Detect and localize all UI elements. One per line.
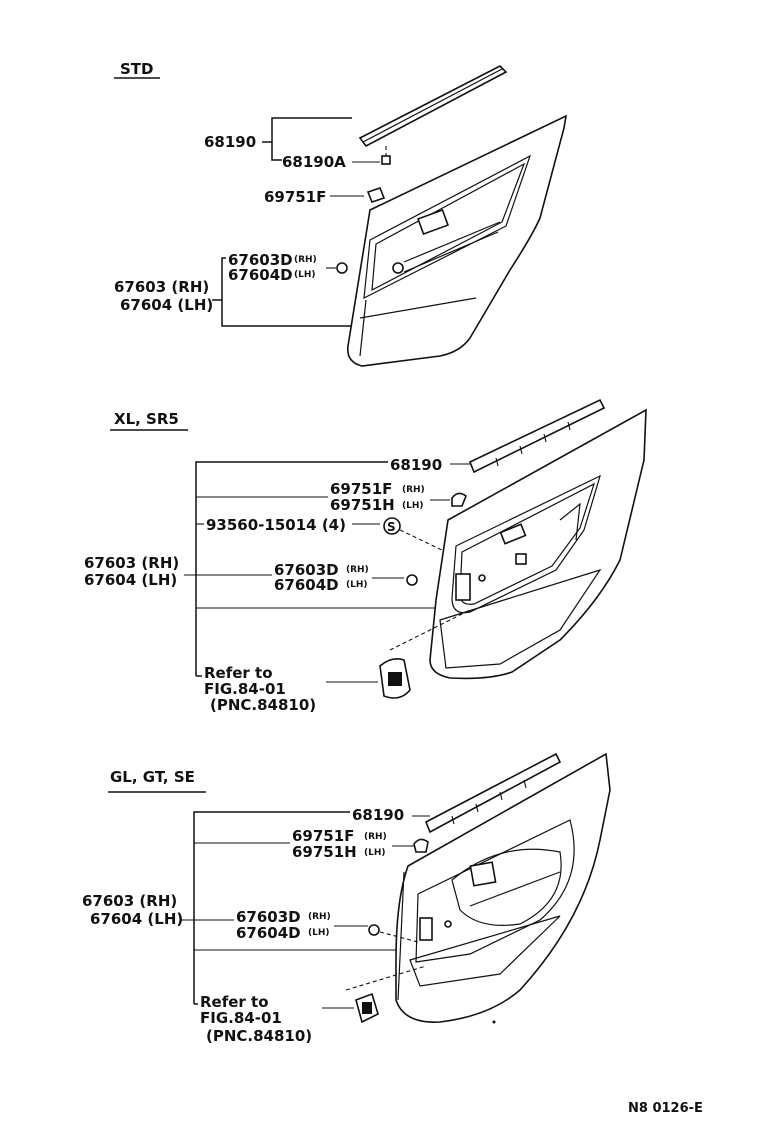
label-refer-pnc: (PNC.84810) xyxy=(210,696,316,714)
screw-hole xyxy=(444,920,452,928)
clip-67603d xyxy=(336,262,348,274)
door-panel-edge xyxy=(359,299,367,357)
panel-lower-recess xyxy=(409,915,561,987)
weatherstrip-clips xyxy=(451,779,527,825)
clip-68190a xyxy=(381,155,391,165)
label-67603: 67603 (RH) xyxy=(114,278,209,296)
section-title-gl-gt-se: GL, GT, SE xyxy=(110,768,195,786)
label-67603: 67603 (RH) xyxy=(82,892,177,910)
label-69751f: 69751F xyxy=(292,827,354,845)
clip-69751f xyxy=(366,187,386,203)
screw-93560 xyxy=(383,517,401,535)
label-67604d: 67604D xyxy=(274,576,339,594)
section-std: STD 68190 68190A 69751F 67603D (RH) 6760… xyxy=(114,60,568,367)
lock-button xyxy=(515,553,527,565)
weatherstrip-68190 xyxy=(468,398,606,474)
label-67603: 67603 (RH) xyxy=(84,554,179,572)
door-handle xyxy=(499,523,527,545)
label-refer-pnc: (PNC.84810) xyxy=(206,1027,312,1045)
label-67604: 67604 (LH) xyxy=(120,296,213,314)
label-69751f-side: (RH) xyxy=(364,832,387,842)
label-69751h: 69751H xyxy=(330,496,395,514)
label-68190: 68190 xyxy=(390,456,442,474)
clip-69751f xyxy=(451,492,467,507)
lock-knob xyxy=(392,262,404,274)
label-refer-to: Refer to xyxy=(200,993,269,1011)
label-refer-fig: FIG.84-01 xyxy=(200,1009,282,1027)
label-69751f: 69751F xyxy=(330,480,392,498)
bracket-67603-bottom xyxy=(221,300,352,327)
label-68190: 68190 xyxy=(352,806,404,824)
label-67604d-side: (LH) xyxy=(308,928,330,938)
door-handle xyxy=(417,209,449,235)
switch-guide xyxy=(389,609,471,651)
door-panel-xl xyxy=(429,408,647,680)
label-69751f: 69751F xyxy=(264,188,326,206)
door-panel-std xyxy=(346,114,568,367)
bracket-main xyxy=(195,461,388,676)
label-67604: 67604 (LH) xyxy=(90,910,183,928)
weatherstrip-68190 xyxy=(424,752,562,834)
label-69751h-side: (LH) xyxy=(402,501,424,511)
label-93560: 93560-15014 (4) xyxy=(206,516,346,534)
switch-recess xyxy=(455,573,471,601)
label-67604d: 67604D xyxy=(236,924,301,942)
armrest-line xyxy=(469,871,561,907)
label-69751f-side: (RH) xyxy=(402,485,425,495)
panel-lower-recess xyxy=(439,568,602,669)
label-68190a: 68190A xyxy=(282,153,346,171)
section-gl-gt-se: GL, GT, SE 68190 69751F (RH) 69751H (LH)… xyxy=(82,752,611,1045)
armrest-line-2 xyxy=(403,231,499,273)
section-title-std: STD xyxy=(120,60,154,78)
panel-recess-inner xyxy=(371,162,526,292)
leader-68190 xyxy=(262,117,352,143)
section-xl-sr5: XL, SR5 68190 69751F (RH) 69751H (LH) 93… xyxy=(84,398,647,714)
label-69751h: 69751H xyxy=(292,843,357,861)
door-panel-gl xyxy=(395,752,611,1023)
door-pull xyxy=(559,502,581,541)
figure-code: N8 0126-E xyxy=(628,1101,703,1116)
label-67603d: 67603D xyxy=(236,908,301,926)
switch-buttons xyxy=(388,672,402,686)
switch-buttons xyxy=(362,1002,372,1014)
label-67603d-side: (RH) xyxy=(308,912,331,922)
door-handle xyxy=(469,861,497,887)
section-title-xl-sr5: XL, SR5 xyxy=(114,410,179,428)
armrest-pocket xyxy=(451,848,562,926)
switch-recess xyxy=(419,917,433,941)
bracket-67603 xyxy=(212,257,226,301)
label-67603d: 67603D xyxy=(228,251,293,269)
screw-guide xyxy=(399,529,447,553)
clip-67603d xyxy=(406,574,418,586)
panel-upper-recess xyxy=(451,474,601,614)
label-67604d: 67604D xyxy=(228,266,293,284)
label-68190: 68190 xyxy=(204,133,256,151)
label-67604d-side: (LH) xyxy=(346,580,368,590)
label-69751h-side: (LH) xyxy=(364,848,386,858)
weatherstrip-clips xyxy=(495,421,571,467)
leader-68190-branch xyxy=(271,142,282,161)
label-67604: 67604 (LH) xyxy=(84,571,177,589)
screw-mark: S xyxy=(387,520,396,534)
label-67603d-side: (RH) xyxy=(294,255,317,265)
label-67604d-side: (LH) xyxy=(294,270,316,280)
clip-69751f xyxy=(413,838,429,853)
weatherstrip-edge xyxy=(362,68,503,143)
label-67603d-side: (RH) xyxy=(346,565,369,575)
bracket-main xyxy=(193,811,350,1004)
armrest-line-1 xyxy=(403,221,501,263)
label-refer-fig: FIG.84-01 xyxy=(204,680,286,698)
lower-trim-line xyxy=(359,297,477,319)
label-67603d: 67603D xyxy=(274,561,339,579)
panel-recess xyxy=(363,154,532,300)
screw-hole xyxy=(478,574,486,582)
door-panel-edge xyxy=(397,871,405,1001)
clip-67603d xyxy=(368,924,380,936)
label-refer-to: Refer to xyxy=(204,664,273,682)
speck xyxy=(492,1020,496,1024)
